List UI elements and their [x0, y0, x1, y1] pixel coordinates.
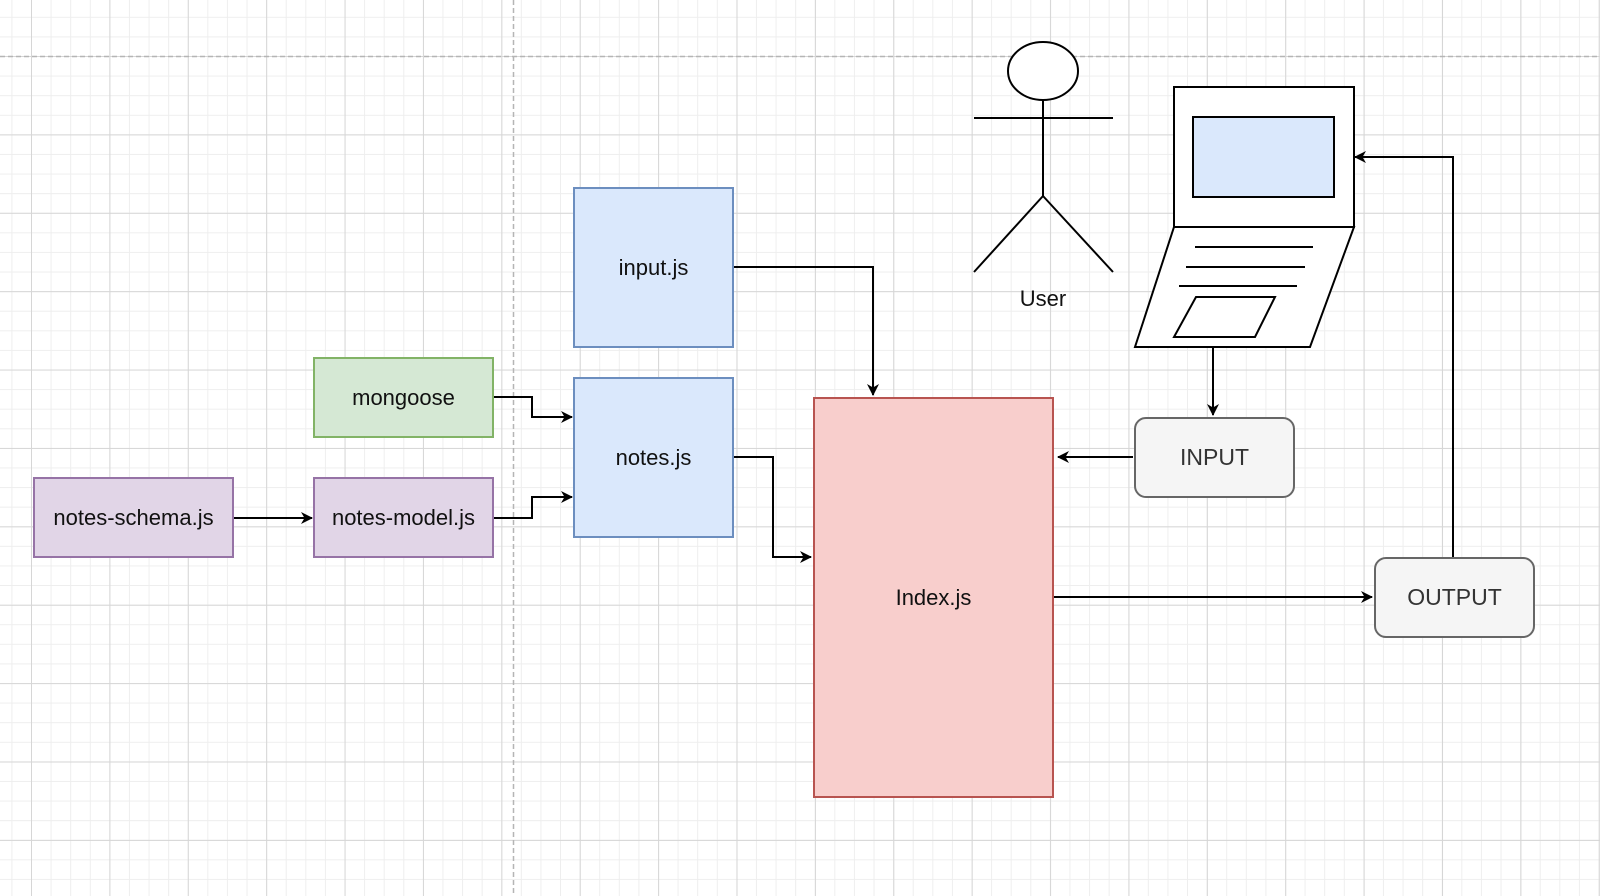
notes-schema-label: notes-schema.js — [53, 504, 214, 530]
edge-notes-to-index[interactable] — [733, 456, 812, 563]
edge-input-to-index[interactable] — [733, 266, 879, 396]
mongoose-node[interactable]: mongoose — [313, 357, 494, 438]
notes-model-node[interactable]: notes-model.js — [313, 477, 494, 558]
user-actor-icon[interactable] — [973, 41, 1114, 273]
notes-js-label: notes.js — [615, 444, 692, 470]
input-js-label: input.js — [618, 254, 689, 280]
notes-model-label: notes-model.js — [331, 504, 476, 530]
index-js-node[interactable]: Index.js — [813, 397, 1054, 798]
input-js-node[interactable]: input.js — [573, 187, 734, 348]
edge-outputbox-to-laptop[interactable] — [1354, 151, 1454, 557]
notes-schema-node[interactable]: notes-schema.js — [33, 477, 234, 558]
edge-mongoose-to-notes[interactable] — [493, 396, 573, 423]
input-box-node[interactable]: INPUT — [1134, 417, 1295, 498]
output-box-label: OUTPUT — [1407, 584, 1502, 610]
user-label: User — [1019, 286, 1067, 311]
input-box-label: INPUT — [1180, 444, 1249, 470]
edge-model-to-notes[interactable] — [493, 491, 573, 519]
mongoose-label: mongoose — [352, 384, 455, 410]
index-js-label: Index.js — [895, 584, 972, 610]
laptop-icon[interactable] — [1133, 86, 1356, 348]
output-box-node[interactable]: OUTPUT — [1374, 557, 1535, 638]
notes-js-node[interactable]: notes.js — [573, 377, 734, 538]
